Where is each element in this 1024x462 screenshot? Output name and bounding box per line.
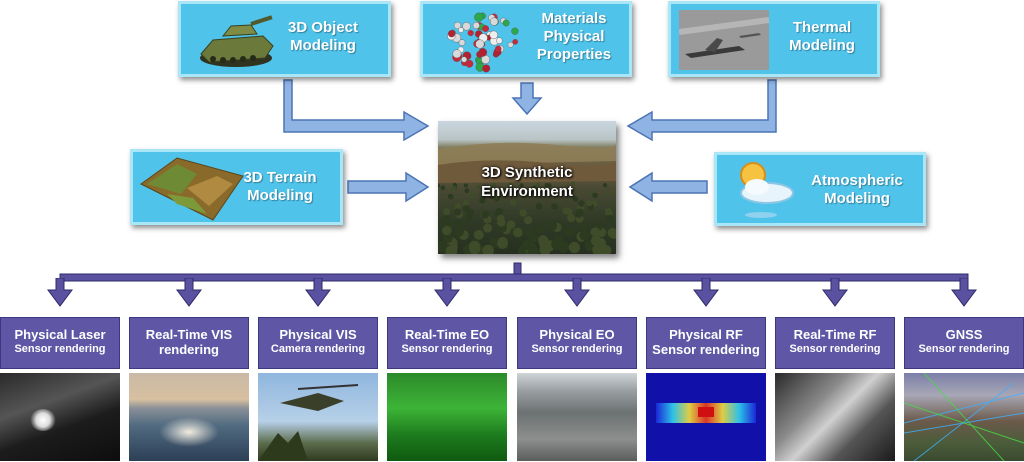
down-arrow — [176, 278, 202, 307]
down-arrow — [564, 278, 590, 307]
down-arrow — [822, 278, 848, 307]
sensor-render-image — [258, 373, 378, 461]
output-card-subtitle: Sensor rendering — [789, 343, 881, 355]
output-card-title: GNSS — [945, 327, 983, 342]
molecule-icon — [447, 12, 519, 73]
arrow-thermal-to-center — [626, 79, 777, 142]
sensor-render-image — [646, 373, 766, 461]
sensor-render-image — [0, 373, 120, 461]
down-arrow — [951, 278, 977, 307]
down-arrow — [47, 278, 73, 307]
output-card-title: Physical VIS — [279, 327, 357, 342]
output-card-title: Real-Time RF — [793, 327, 877, 342]
output-card-subtitle: Sensor rendering — [652, 342, 760, 357]
sensor-render-image — [387, 373, 507, 461]
sensor-render-image — [904, 373, 1024, 461]
output-card-title: Physical EO — [539, 327, 615, 342]
output-card-subtitle: Sensor rendering — [401, 343, 493, 355]
terrain-icon — [140, 157, 244, 221]
output-card-title: Physical Laser — [14, 327, 106, 342]
output-card-subtitle: Sensor rendering — [918, 343, 1010, 355]
down-arrow — [434, 278, 460, 307]
down-arrow — [305, 278, 331, 307]
output-arrows — [47, 278, 977, 307]
forest-landscape-image — [438, 142, 616, 254]
sensor-render-image — [129, 373, 249, 461]
arrow-materials-to-center — [511, 82, 543, 116]
tank-icon — [200, 15, 274, 67]
arrow-atmospheric-to-center — [628, 171, 708, 203]
weather-icon — [740, 162, 794, 218]
sensor-render-image — [517, 373, 637, 461]
thermal-image — [678, 10, 770, 70]
output-card-subtitle: Sensor rendering — [14, 343, 106, 355]
output-card-title: Physical RF — [669, 327, 743, 342]
arrow-terrain-to-center — [347, 171, 430, 203]
sensor-render-image — [775, 373, 895, 461]
output-card-title: Real-Time EO — [404, 327, 490, 342]
arrow-object-to-center — [283, 79, 430, 142]
output-card-subtitle: Sensor rendering — [531, 343, 623, 355]
output-card-subtitle: rendering — [159, 342, 219, 357]
output-card-title: Real-Time VIS — [145, 327, 233, 342]
down-arrow — [693, 278, 719, 307]
output-card-subtitle: Camera rendering — [270, 343, 366, 355]
